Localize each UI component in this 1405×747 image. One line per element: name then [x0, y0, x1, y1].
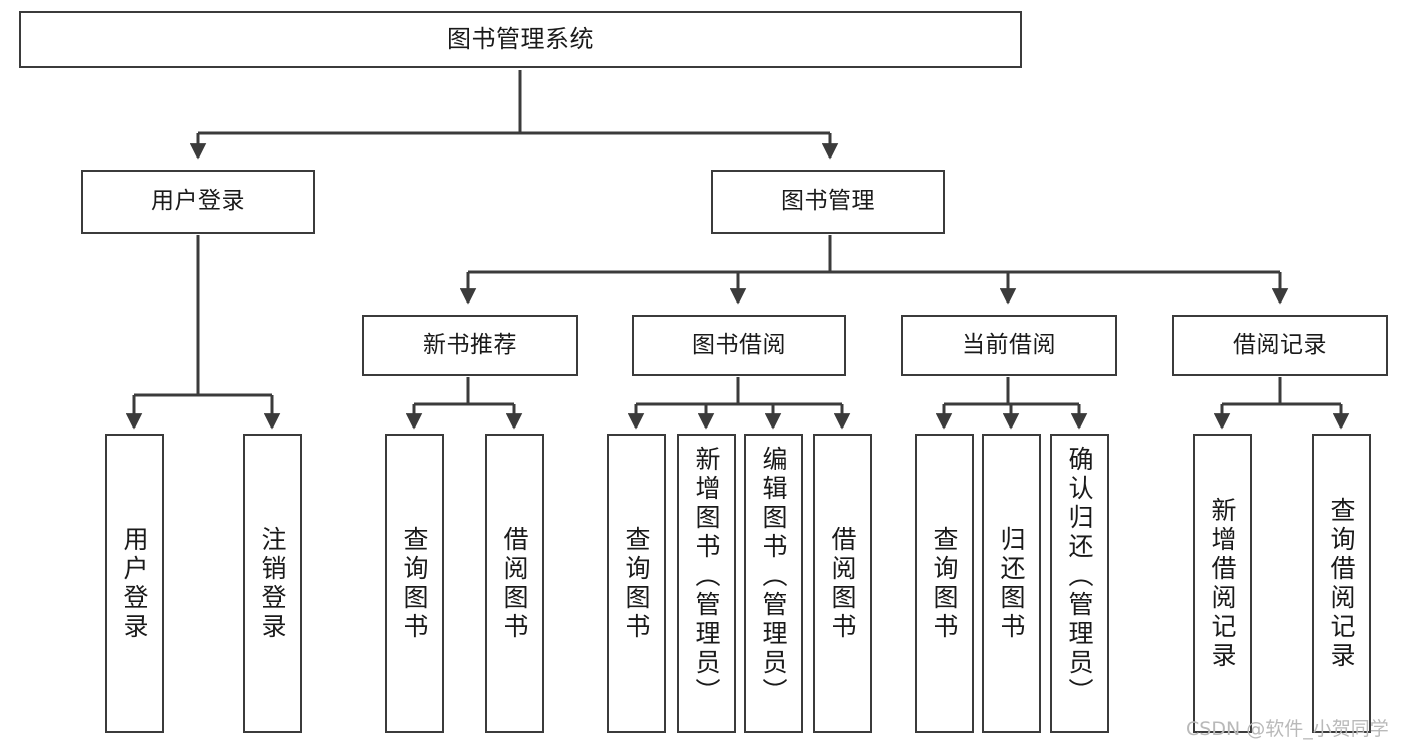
node-label: 确认归还（管理员） — [1065, 446, 1094, 707]
node-label: 用户登录 — [151, 188, 245, 215]
node-label: 图书管理系统 — [447, 25, 594, 54]
node-label: 借阅记录 — [1233, 331, 1327, 358]
node-label: 编辑图书（管理员） — [759, 446, 788, 707]
node-leaf-query-book-1[interactable]: 查询图书 — [385, 434, 444, 733]
node-label: 查询借阅记录 — [1327, 496, 1356, 671]
node-label: 新增借阅记录 — [1208, 496, 1237, 671]
node-user-login[interactable]: 用户登录 — [81, 170, 315, 234]
node-label: 注销登录 — [258, 525, 287, 642]
node-leaf-add-book[interactable]: 新增图书（管理员） — [677, 434, 736, 733]
node-label: 归还图书 — [997, 525, 1026, 642]
node-label: 图书管理 — [781, 188, 875, 215]
node-leaf-confirm-return[interactable]: 确认归还（管理员） — [1050, 434, 1109, 733]
node-label: 新增图书（管理员） — [692, 446, 721, 707]
node-leaf-edit-book[interactable]: 编辑图书（管理员） — [744, 434, 803, 733]
node-book-management[interactable]: 图书管理 — [711, 170, 945, 234]
node-current-borrow[interactable]: 当前借阅 — [901, 315, 1117, 376]
node-leaf-query-book-2[interactable]: 查询图书 — [607, 434, 666, 733]
node-new-book-recommend[interactable]: 新书推荐 — [362, 315, 578, 376]
node-root-book-management-system[interactable]: 图书管理系统 — [19, 11, 1022, 68]
node-label: 查询图书 — [622, 525, 651, 642]
node-label: 用户登录 — [120, 525, 149, 642]
node-leaf-user-login[interactable]: 用户登录 — [105, 434, 164, 733]
node-label: 查询图书 — [930, 525, 959, 642]
node-leaf-borrow-book-1[interactable]: 借阅图书 — [485, 434, 544, 733]
node-borrow-record[interactable]: 借阅记录 — [1172, 315, 1388, 376]
node-label: 借阅图书 — [500, 525, 529, 642]
node-label: 图书借阅 — [692, 331, 786, 358]
node-leaf-borrow-book-2[interactable]: 借阅图书 — [813, 434, 872, 733]
node-book-borrow[interactable]: 图书借阅 — [632, 315, 846, 376]
node-leaf-query-record[interactable]: 查询借阅记录 — [1312, 434, 1371, 733]
node-leaf-return-book[interactable]: 归还图书 — [982, 434, 1041, 733]
watermark-text: CSDN @软件_小贺同学 — [1186, 718, 1389, 740]
node-leaf-logout[interactable]: 注销登录 — [243, 434, 302, 733]
node-label: 查询图书 — [400, 525, 429, 642]
node-leaf-query-book-3[interactable]: 查询图书 — [915, 434, 974, 733]
node-label: 借阅图书 — [828, 525, 857, 642]
node-leaf-add-record[interactable]: 新增借阅记录 — [1193, 434, 1252, 733]
node-label: 新书推荐 — [423, 331, 517, 358]
node-label: 当前借阅 — [962, 331, 1056, 358]
